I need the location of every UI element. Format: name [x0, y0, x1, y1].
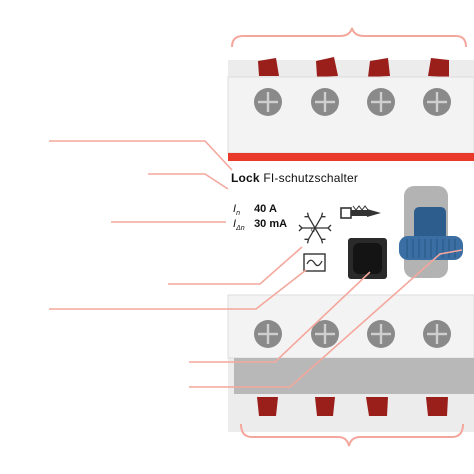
- callout-line-test-button: [189, 271, 371, 363]
- residual-current-row: IΔn 30 mA: [233, 218, 287, 232]
- top-brace: [231, 27, 467, 48]
- callout-line-red-stripe: [49, 140, 233, 171]
- red-stripe: [228, 153, 474, 161]
- top-screws: [254, 88, 451, 116]
- callout-line-sine-wave: [49, 269, 307, 310]
- screw-terminal-icon: [311, 320, 339, 348]
- screw-terminal-icon: [423, 320, 451, 348]
- brand-name: Lock: [231, 171, 260, 185]
- brand-label: Lock FI-schutzschalter: [231, 171, 358, 185]
- test-button-face: [353, 243, 382, 274]
- lever-grip-ridges: [406, 239, 456, 258]
- callout-lines: [49, 140, 463, 388]
- terminal-clip: [316, 57, 338, 77]
- residual-current-value: 30 mA: [254, 218, 288, 230]
- bottom-terminal-clips: [257, 397, 448, 416]
- snowflake-icon: c: [298, 212, 332, 244]
- sine-wave-icon: [303, 253, 326, 272]
- terminal-clip: [368, 58, 390, 77]
- wire-connector-icon: [340, 205, 381, 219]
- terminal-clip: [366, 397, 388, 416]
- bottom-gray-band: [234, 358, 474, 394]
- bottom-screws: [254, 320, 451, 348]
- terminal-clip: [426, 397, 448, 416]
- screw-terminal-icon: [367, 320, 395, 348]
- rated-current-symbol: In: [233, 203, 240, 218]
- screw-terminal-icon: [367, 88, 395, 116]
- callout-line-switch-lever: [189, 249, 463, 388]
- screw-terminal-icon: [311, 88, 339, 116]
- screw-terminal-icon: [423, 88, 451, 116]
- top-terminal-clips: [258, 57, 449, 77]
- callout-line-brand-label: [148, 173, 229, 190]
- rated-current-value: 40 A: [254, 203, 277, 215]
- screw-terminal-icon: [254, 88, 282, 116]
- svg-text:c: c: [311, 225, 315, 234]
- residual-current-symbol: IΔn: [233, 218, 245, 233]
- screw-terminal-icon: [254, 320, 282, 348]
- callout-line-snowflake: [168, 246, 303, 285]
- terminal-clip: [428, 58, 449, 77]
- rated-current-row: In 40 A: [233, 203, 277, 217]
- terminal-clip: [257, 397, 278, 416]
- switch-lever[interactable]: [414, 207, 446, 240]
- terminal-clip: [258, 58, 279, 76]
- device-type-text: FI-schutzschalter: [263, 171, 359, 185]
- bottom-brace: [240, 423, 464, 447]
- terminal-clip: [315, 397, 335, 416]
